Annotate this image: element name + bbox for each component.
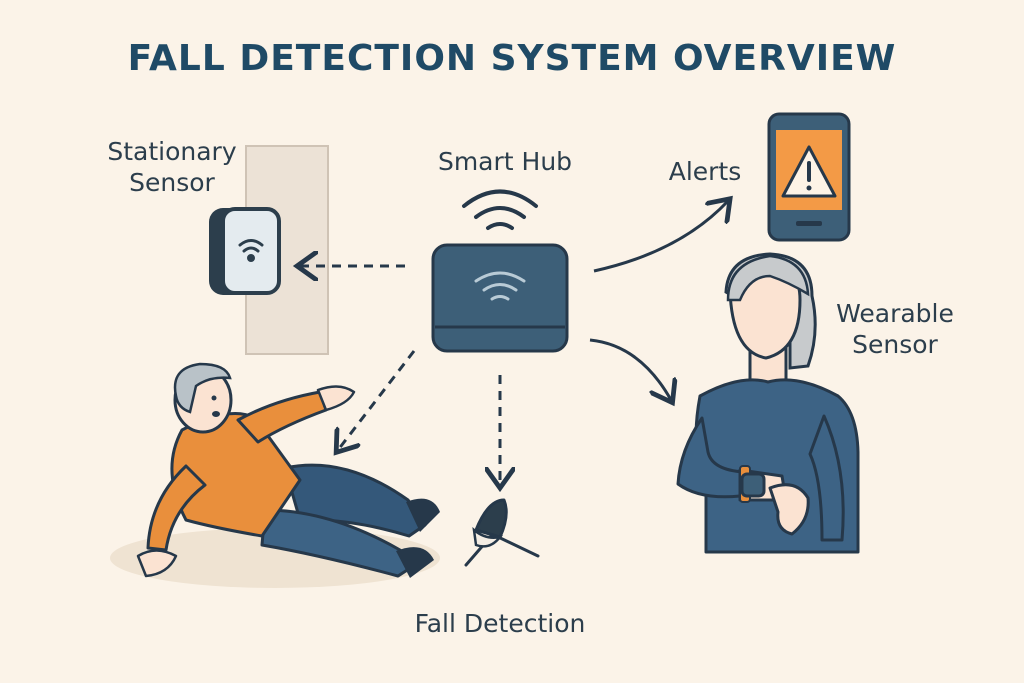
wifi-icon <box>462 189 538 230</box>
hub-icon <box>431 243 569 353</box>
alerts-label: Alerts <box>668 157 742 186</box>
stationary-sensor-device <box>209 207 281 295</box>
smartwatch-icon <box>739 465 766 503</box>
stationary-sensor-label: Stationary Sensor <box>92 136 252 198</box>
wearable-sensor-label-line2: Sensor <box>852 330 938 359</box>
wearable-sensor-label: Wearable Sensor <box>820 298 970 360</box>
fallen-person-figure <box>110 362 440 588</box>
wearable-sensor-label-line1: Wearable <box>836 299 954 328</box>
arrow-hub-to-wearable <box>589 338 671 400</box>
page-title: FALL DETECTION SYSTEM OVERVIEW <box>127 38 897 79</box>
hub-wifi-icon <box>474 271 526 301</box>
arrow-hub-to-fallen-person <box>338 350 416 450</box>
fall-detection-sensor <box>464 498 540 567</box>
stationary-sensor-label-line2: Sensor <box>129 168 215 197</box>
fall-detection-label: Fall Detection <box>414 609 586 638</box>
smartphone-icon <box>767 112 851 242</box>
wearable-person-figure <box>676 252 860 554</box>
warning-icon <box>781 145 837 198</box>
arrow-hub-to-alerts <box>593 201 728 273</box>
sensor-wifi-icon <box>238 239 264 262</box>
stationary-sensor-label-line1: Stationary <box>107 137 237 166</box>
smart-hub-label: Smart Hub <box>437 147 573 176</box>
